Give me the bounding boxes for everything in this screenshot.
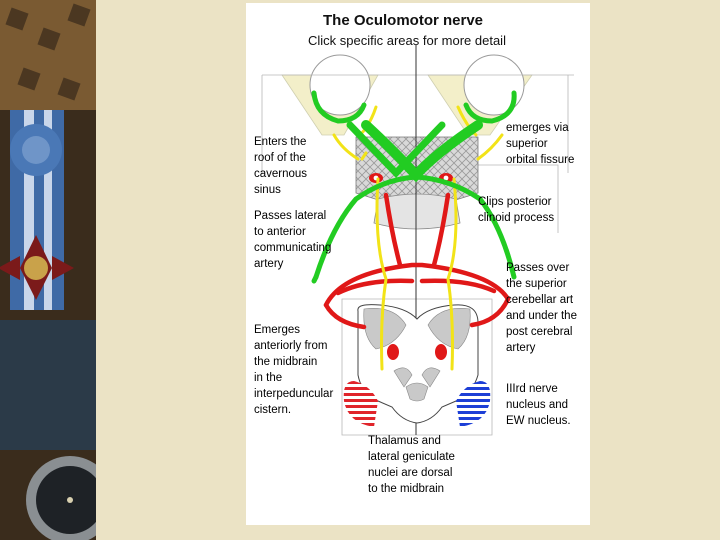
decorative-photo-strip (0, 0, 96, 540)
diagram-subtitle: Click specific areas for more detail (308, 33, 506, 48)
label-cerebellar-artery[interactable]: Passes over the superior cerebellar art … (506, 260, 577, 356)
medal-photo (0, 0, 96, 540)
label-thalamus[interactable]: Thalamus and lateral geniculate nuclei a… (368, 433, 455, 497)
label-interpeduncular-cistern[interactable]: Emerges anteriorly from the midbrain in … (254, 322, 333, 418)
oculomotor-diagram: The Oculomotor nerve Click specific area… (246, 3, 590, 525)
label-cavernous-sinus[interactable]: Enters the roof of the cavernous sinus (254, 134, 307, 198)
label-clinoid-process[interactable]: Clips posterior clinoid process (478, 194, 554, 226)
label-nerve-nucleus[interactable]: IIIrd nerve nucleus and EW nucleus. (506, 381, 571, 429)
label-communicating-artery[interactable]: Passes lateral to anterior communicating… (254, 208, 331, 272)
label-orbital-fissure[interactable]: emerges via superior orbital fissure (506, 120, 574, 168)
diagram-title: The Oculomotor nerve (323, 12, 483, 29)
